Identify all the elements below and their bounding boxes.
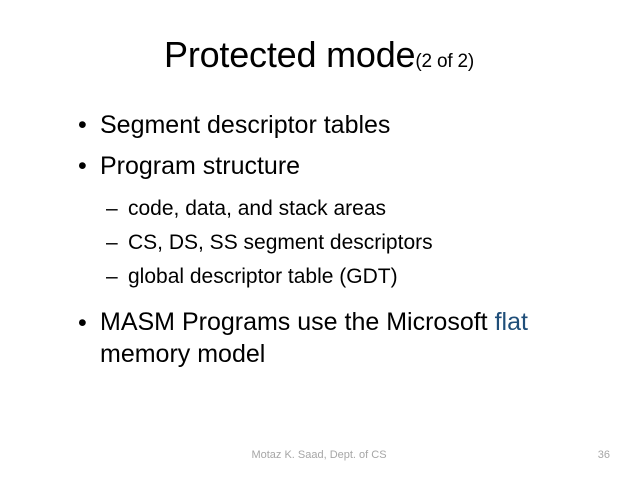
bullet-dot-icon: • [78,309,87,337]
sub-list-item-label: global descriptor table (GDT) [128,265,398,288]
bullet-dot-icon: • [78,111,87,139]
list-item: • Segment descriptor tables [56,108,616,142]
list-item-label: Program structure [100,152,301,180]
page-title: Protected mode(2 of 2) [0,34,638,76]
page-title-suffix: (2 of 2) [415,51,474,72]
spacer [56,296,616,306]
list-item-label: Segment descriptor tables [100,111,391,139]
footer-page-number: 36 [597,449,610,461]
bullet-dash-icon: – [106,265,118,288]
sub-list-item: – code, data, and stack areas [56,194,616,224]
page-title-main: Protected mode [164,34,416,75]
list-item-final: • MASM Programs use the Microsoft flat me… [56,306,616,370]
bullet-dash-icon: – [106,197,118,220]
list-item: • Program structure [56,149,616,183]
sub-list-item-label: CS, DS, SS segment descriptors [128,231,433,254]
footer-author: Motaz K. Saad, Dept. of CS [251,449,387,461]
sub-list-item: – CS, DS, SS segment descriptors [56,228,616,258]
list-item-final-accent: flat [494,308,528,336]
bullet-dash-icon: – [106,231,118,254]
list-item-final-text-after: memory model [100,340,266,368]
bullet-dot-icon: • [78,152,87,180]
bullet-list: • Segment descriptor tables • Program st… [56,108,616,377]
sub-list-item-label: code, data, and stack areas [128,197,386,220]
sub-list-item: – global descriptor table (GDT) [56,262,616,292]
list-item-final-text-before: MASM Programs use the Microsoft [100,308,495,336]
